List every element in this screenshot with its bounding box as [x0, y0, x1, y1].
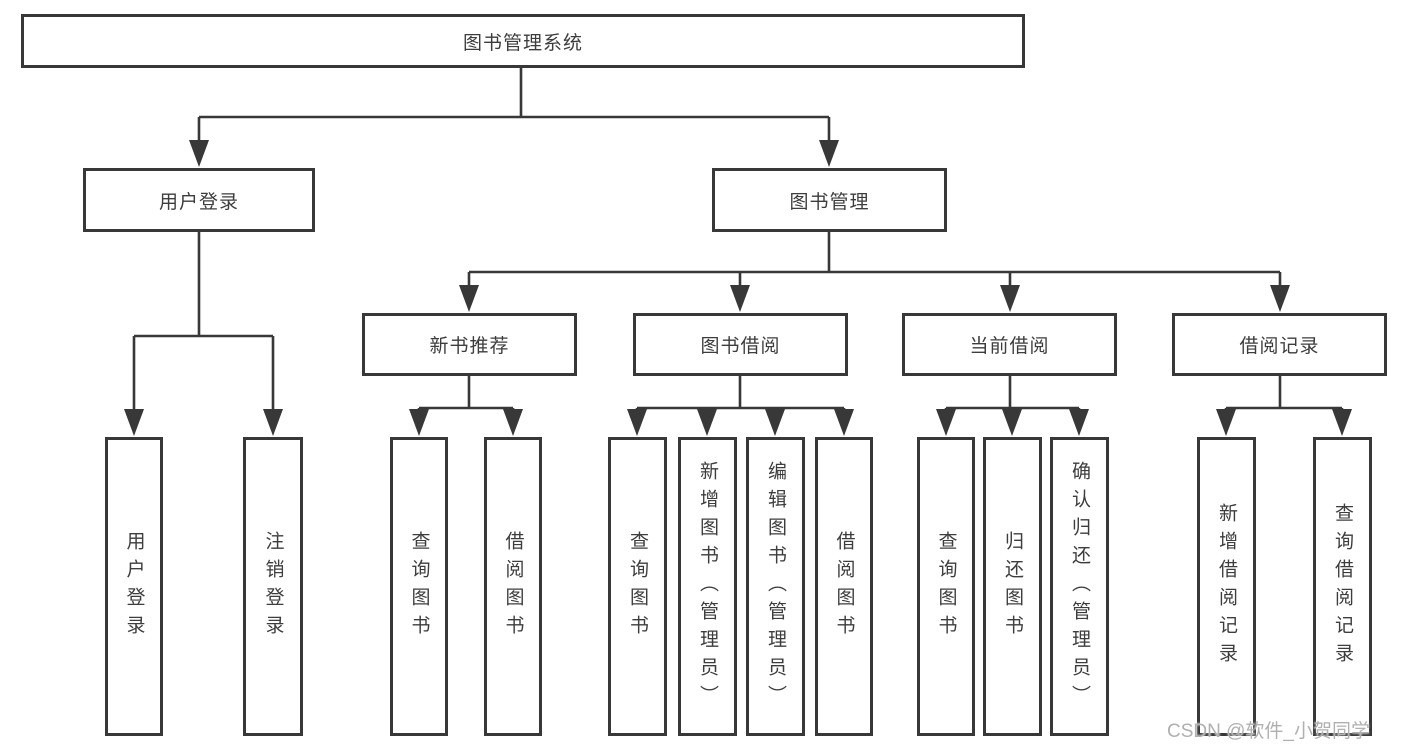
leaf-label: 借阅图书: [833, 530, 855, 643]
leaf-return-books: 归还图书: [983, 437, 1042, 736]
leaf-borrow-books-recommend: 借阅图书: [484, 437, 542, 736]
leaf-label: 编辑图书（管理员）: [765, 460, 786, 713]
leaf-query-books-recommend: 查询图书: [390, 437, 448, 736]
leaf-query-borrow-record: 查询借阅记录: [1313, 437, 1372, 736]
watermark: CSDN @软件_小贺同学: [1167, 721, 1370, 742]
node-label: 图书管理系统: [462, 32, 583, 54]
node-library-management-system: 图书管理系统: [21, 14, 1025, 68]
node-label: 当前借阅: [969, 336, 1050, 357]
leaf-label: 确认归还（管理员）: [1069, 460, 1090, 713]
leaf-label: 查询图书: [935, 530, 957, 643]
node-label: 图书借阅: [700, 336, 781, 357]
leaf-confirm-return-admin: 确认归还（管理员）: [1050, 437, 1109, 736]
leaf-label: 查询图书: [408, 530, 430, 643]
leaf-add-book-admin: 新增图书（管理员）: [678, 437, 737, 736]
leaf-label: 新增图书（管理员）: [697, 460, 718, 713]
leaf-query-books-borrowing: 查询图书: [608, 437, 667, 736]
leaf-edit-book-admin: 编辑图书（管理员）: [746, 437, 805, 736]
node-book-borrowing: 图书借阅: [633, 313, 848, 376]
leaf-label: 新增借阅记录: [1216, 502, 1237, 671]
connector-paths: [132, 68, 1344, 411]
node-label: 新书推荐: [429, 336, 510, 357]
node-borrowing-records: 借阅记录: [1172, 313, 1387, 376]
node-label: 借阅记录: [1239, 336, 1320, 357]
leaf-label: 注销登录: [262, 530, 284, 643]
leaf-label: 查询借阅记录: [1332, 502, 1353, 671]
leaf-borrow-books-borrowing: 借阅图书: [815, 437, 873, 736]
leaf-add-borrow-record: 新增借阅记录: [1197, 437, 1256, 736]
node-label: 用户登录: [158, 191, 239, 213]
node-current-borrowing: 当前借阅: [902, 313, 1117, 376]
leaf-label: 查询图书: [627, 530, 648, 643]
node-new-book-recommendation: 新书推荐: [362, 313, 577, 376]
leaf-user-login: 用户登录: [105, 437, 163, 736]
leaf-label: 归还图书: [1002, 530, 1023, 643]
node-user-login: 用户登录: [83, 168, 315, 232]
node-book-management: 图书管理: [712, 168, 947, 232]
leaf-label: 用户登录: [123, 530, 145, 643]
leaf-logout-login: 注销登录: [243, 437, 303, 736]
leaf-query-books-current: 查询图书: [917, 437, 975, 736]
leaf-label: 借阅图书: [502, 530, 524, 643]
node-label: 图书管理: [789, 191, 870, 213]
connector-arrowheads: [124, 140, 1352, 436]
